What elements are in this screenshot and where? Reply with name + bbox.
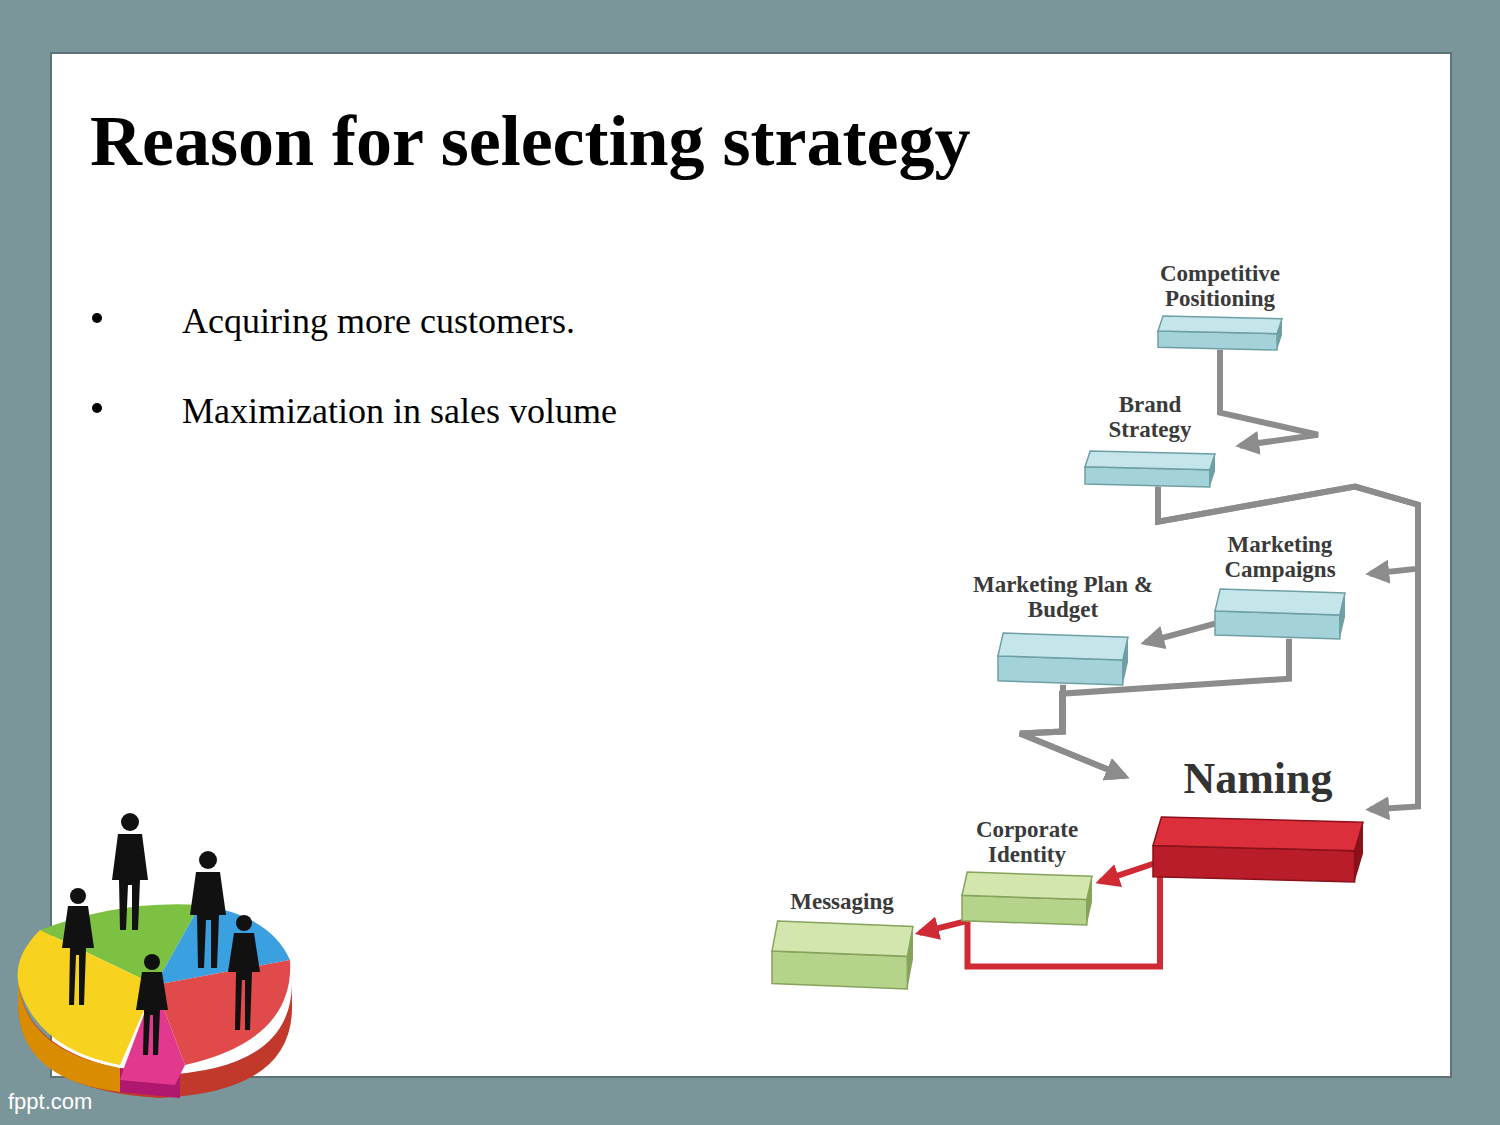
step-label: Naming bbox=[1151, 755, 1365, 803]
bullet-text: Maximization in sales volume bbox=[182, 390, 617, 432]
slab-box bbox=[962, 872, 1092, 925]
flow-arrow bbox=[1100, 862, 1160, 882]
slab-shape bbox=[1085, 451, 1215, 487]
slab-shape bbox=[1158, 316, 1282, 350]
step-node: Competitive Positioning bbox=[1133, 262, 1307, 350]
step-node: Messaging bbox=[770, 890, 915, 989]
step-label: Marketing Campaigns bbox=[1195, 533, 1365, 583]
step-label: Brand Strategy bbox=[1085, 393, 1215, 443]
flow-arrow bbox=[1145, 624, 1215, 643]
slide-title: Reason for selecting strategy bbox=[90, 100, 970, 183]
step-label: Marketing Plan & Budget bbox=[958, 573, 1168, 623]
step-node: Marketing Campaigns bbox=[1193, 533, 1367, 639]
people-silhouettes bbox=[62, 813, 260, 1055]
step-label: Competitive Positioning bbox=[1135, 262, 1305, 312]
flow-arrow bbox=[1020, 685, 1125, 777]
slab-shape bbox=[1215, 589, 1345, 639]
highlight-node: Naming bbox=[1151, 755, 1365, 882]
slab-shape bbox=[1153, 817, 1363, 882]
slab-shape bbox=[998, 633, 1128, 685]
watermark: fppt.com bbox=[8, 1089, 92, 1115]
slab-shape bbox=[772, 921, 913, 989]
slab-box bbox=[1153, 817, 1363, 882]
step-label: Messaging bbox=[770, 890, 915, 915]
slab-box bbox=[1158, 316, 1282, 350]
bullet-text: Acquiring more customers. bbox=[182, 300, 575, 342]
step-node: Brand Strategy bbox=[1083, 393, 1217, 487]
slab-box bbox=[772, 921, 913, 989]
step-node: Marketing Plan & Budget bbox=[956, 573, 1170, 685]
flow-arrow bbox=[920, 862, 1161, 967]
slab-shape bbox=[962, 872, 1092, 925]
bullet-dot bbox=[92, 313, 102, 323]
slab-box bbox=[1215, 589, 1345, 639]
bullet-dot bbox=[92, 403, 102, 413]
step-label: Corporate Identity bbox=[952, 818, 1102, 868]
step-node: Corporate Identity bbox=[950, 818, 1104, 925]
pie-chart bbox=[18, 904, 293, 1098]
flow-arrow bbox=[1220, 350, 1318, 446]
slab-box bbox=[998, 633, 1128, 685]
slab-box bbox=[1085, 451, 1215, 487]
